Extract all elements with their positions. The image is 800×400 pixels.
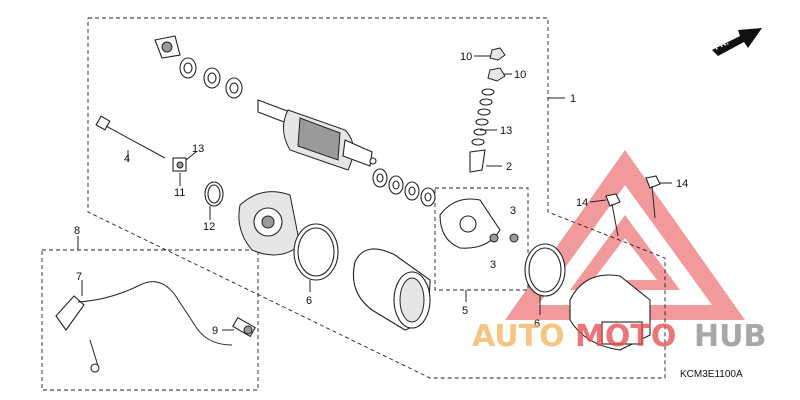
callout-3-bottom: 3 bbox=[490, 259, 496, 271]
callout-9: 9 bbox=[212, 325, 218, 337]
svg-text:MOTO: MOTO bbox=[575, 319, 676, 354]
leader-lines bbox=[77, 55, 672, 331]
callout-3-top: 3 bbox=[510, 205, 516, 217]
callout-14-right: 14 bbox=[676, 178, 688, 190]
armature bbox=[257, 99, 377, 171]
front-direction-arrow: FR. bbox=[712, 28, 762, 56]
callout-4: 4 bbox=[124, 153, 130, 165]
callout-8: 8 bbox=[74, 225, 80, 237]
svg-text:AUTO: AUTO bbox=[472, 319, 565, 354]
bearing-plate bbox=[154, 35, 181, 59]
callout-6-left: 6 bbox=[306, 295, 312, 307]
callout-10-second: 10 bbox=[514, 69, 526, 81]
watermark-text: AUTO MOTO HUB bbox=[472, 319, 766, 354]
motor-case bbox=[352, 248, 431, 331]
callout-5: 5 bbox=[462, 305, 468, 317]
brush-holder bbox=[439, 198, 519, 249]
long-through-bolt bbox=[95, 115, 166, 159]
callout-6-right: 6 bbox=[534, 318, 540, 330]
assembly-outline bbox=[41, 17, 666, 391]
o-ring-small bbox=[204, 181, 224, 207]
callout-14-left: 14 bbox=[576, 197, 588, 209]
callout-7: 7 bbox=[76, 271, 82, 283]
starter-cable bbox=[55, 281, 233, 373]
o-ring-large-right bbox=[524, 243, 566, 297]
diagram-code: KCM3E1100A bbox=[680, 369, 743, 380]
mounting-bolts bbox=[605, 175, 661, 237]
rear-cover bbox=[569, 274, 651, 351]
svg-text:HUB: HUB bbox=[694, 319, 766, 354]
callout-1: 1 bbox=[570, 93, 576, 105]
shim-washers bbox=[179, 57, 243, 99]
terminal-nut-stack bbox=[469, 47, 506, 173]
front-cover bbox=[238, 191, 301, 256]
callout-13-right: 13 bbox=[500, 125, 512, 137]
callout-13-left: 13 bbox=[192, 143, 204, 155]
callout-11: 11 bbox=[174, 187, 185, 199]
callout-12: 12 bbox=[203, 221, 215, 233]
o-ring-large-left bbox=[293, 223, 339, 281]
cable-terminal-bolt bbox=[232, 316, 256, 338]
watermark-logo bbox=[505, 150, 745, 320]
lock-washer bbox=[172, 157, 187, 172]
callout-10-top: 10 bbox=[460, 51, 472, 63]
callout-2: 2 bbox=[506, 161, 512, 173]
thrust-washers bbox=[372, 168, 436, 207]
